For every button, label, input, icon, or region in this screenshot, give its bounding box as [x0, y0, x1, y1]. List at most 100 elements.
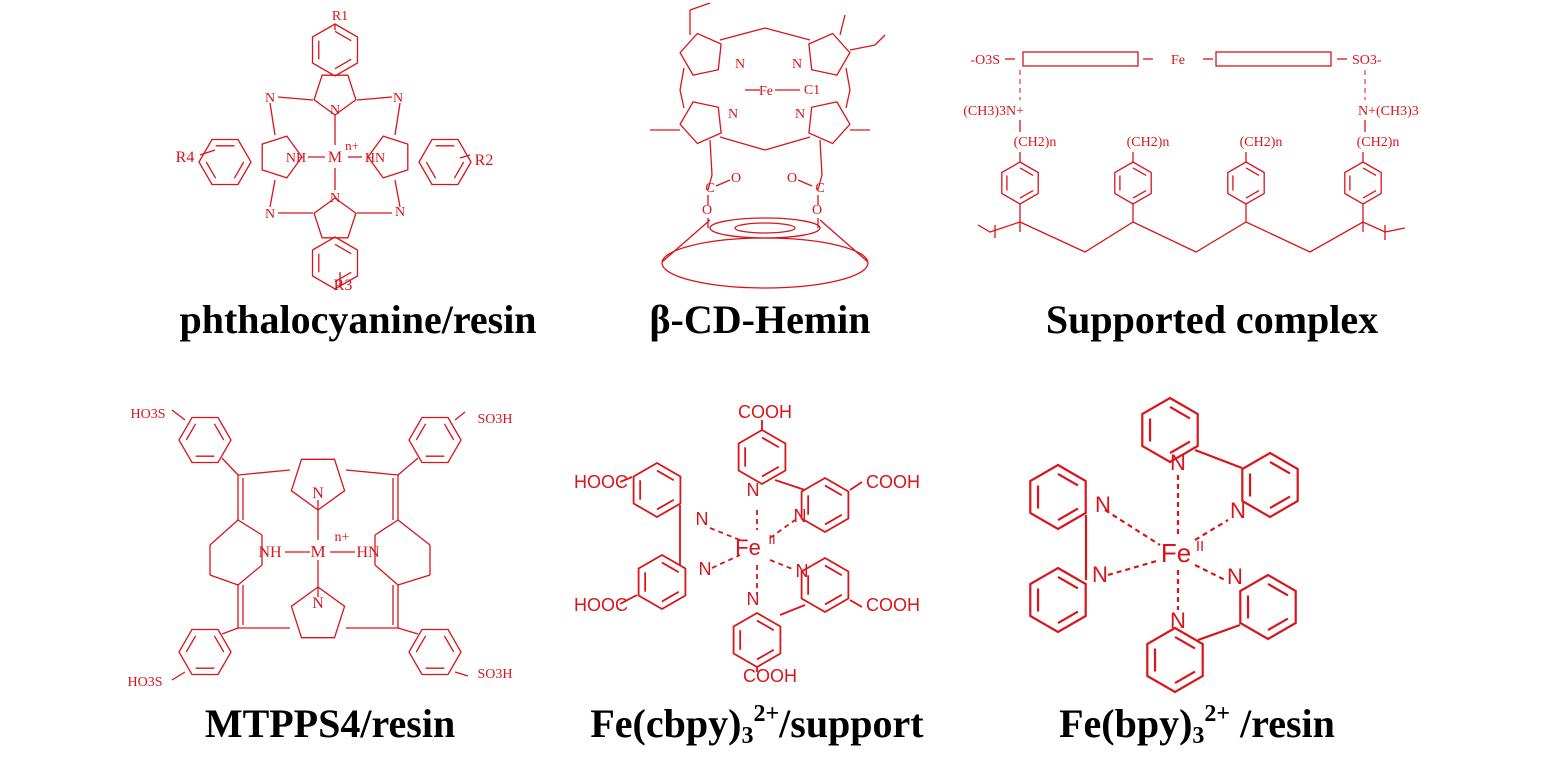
bond: [199, 149, 216, 156]
atom-label: (CH2)n: [1240, 135, 1283, 150]
benzene-ring: [418, 138, 472, 186]
double-bond: [1057, 507, 1079, 521]
bond: [764, 136, 811, 151]
benzene-ring: [178, 628, 232, 676]
bond: [779, 604, 806, 616]
atom-label: HO3S: [130, 407, 165, 422]
title-phthalocyanine-resin: phthalocyanine/resin: [179, 297, 537, 342]
pyrrole-ring: [808, 32, 851, 76]
title-text: Fe(bpy): [1059, 701, 1193, 746]
benzene-ring: [637, 553, 687, 611]
benzene-ring: [178, 416, 232, 464]
bond: [764, 27, 811, 41]
title-text: Fe(cbpy): [590, 701, 742, 746]
bond: [374, 519, 399, 536]
pyrrole-ring: [261, 135, 303, 179]
double-bond: [1362, 167, 1377, 177]
double-bond: [425, 161, 437, 179]
bond: [269, 179, 276, 208]
bond: [356, 96, 393, 101]
atom-label: N: [330, 103, 340, 118]
benzene-ring: [800, 556, 850, 614]
coordination-bond: [1107, 558, 1161, 577]
double-bond: [205, 161, 217, 179]
bond: [661, 219, 711, 263]
bond: [209, 574, 239, 586]
double-bond: [1132, 189, 1147, 199]
bond: [845, 67, 851, 91]
benzene-ring: [1239, 573, 1297, 641]
atom-label: (CH2)n: [1014, 135, 1057, 150]
bond: [797, 179, 813, 187]
double-bond: [443, 635, 455, 653]
atom-label: R2: [475, 152, 494, 169]
title-mtpps4-resin: MTPPS4/resin: [204, 701, 456, 746]
bond: [1194, 448, 1243, 470]
benzene-ring: [1146, 626, 1204, 694]
benzene-ring: [408, 416, 462, 464]
double-bond: [213, 423, 225, 441]
bond: [849, 599, 863, 608]
double-bond: [661, 590, 680, 603]
atom-label: M: [310, 542, 325, 561]
bond: [707, 174, 713, 191]
title-fe-bpy-resin: Fe(bpy)32+ /resin: [1059, 700, 1335, 750]
bond: [454, 411, 466, 421]
double-bond: [1174, 636, 1196, 650]
atom-label: HN: [365, 151, 385, 166]
atom-label: N: [735, 57, 745, 72]
atom-label: N: [1170, 450, 1186, 475]
atom-label: N: [1227, 564, 1243, 589]
title-subscript: 3: [741, 723, 754, 749]
double-bond: [233, 161, 245, 179]
atom-label: N: [1230, 498, 1246, 523]
bond: [397, 457, 419, 476]
benzene-ring: [311, 23, 359, 77]
bond: [819, 219, 869, 263]
double-bond: [656, 469, 675, 482]
atom-label: R4: [176, 149, 195, 166]
double-bond: [443, 423, 455, 441]
atom-label: N: [1092, 562, 1108, 587]
atom-label: N: [265, 207, 275, 222]
bond: [1197, 623, 1241, 642]
atom-label: SO3-: [1352, 53, 1382, 68]
double-bond: [334, 243, 352, 255]
benzene-ring: [198, 138, 252, 186]
bond: [221, 457, 239, 476]
atom-label: COOH: [866, 595, 920, 615]
bond: [345, 469, 399, 476]
double-bond: [824, 564, 843, 577]
atom-label: O: [787, 171, 797, 186]
atom-label: Fe: [759, 84, 773, 99]
atom-label: N: [728, 107, 738, 122]
bond: [394, 102, 401, 136]
double-bond: [656, 498, 675, 511]
pyrrole-ring: [679, 32, 722, 76]
atom-label: N: [395, 205, 405, 220]
bond: [679, 67, 685, 91]
atom-label: n+: [345, 138, 359, 153]
atom-label: Fe: [1161, 538, 1191, 568]
bond: [719, 27, 766, 41]
double-bond: [1174, 670, 1196, 684]
double-bond: [1169, 406, 1191, 420]
polymer-backbone: [977, 221, 1406, 253]
benzene-ring: [311, 236, 359, 290]
double-bond: [334, 30, 352, 42]
atom-label: N+(CH3)3: [1358, 104, 1419, 119]
title-cd-hemin: β-CD-Hemin: [649, 297, 871, 342]
bond: [709, 139, 713, 176]
pyrrole-ring: [290, 586, 346, 639]
bond: [209, 519, 239, 546]
atom-label: N: [699, 559, 712, 579]
atom-label: N: [265, 91, 275, 106]
ligand-block: [1022, 51, 1139, 67]
bond: [839, 14, 846, 36]
atom-label: R1: [332, 9, 348, 24]
title-subscript: 3: [1192, 723, 1205, 749]
coordination-bond: [1104, 509, 1161, 546]
atom-label: HO3S: [127, 675, 162, 690]
atom-label: HN: [356, 544, 380, 561]
atom-label: COOH: [866, 472, 920, 492]
